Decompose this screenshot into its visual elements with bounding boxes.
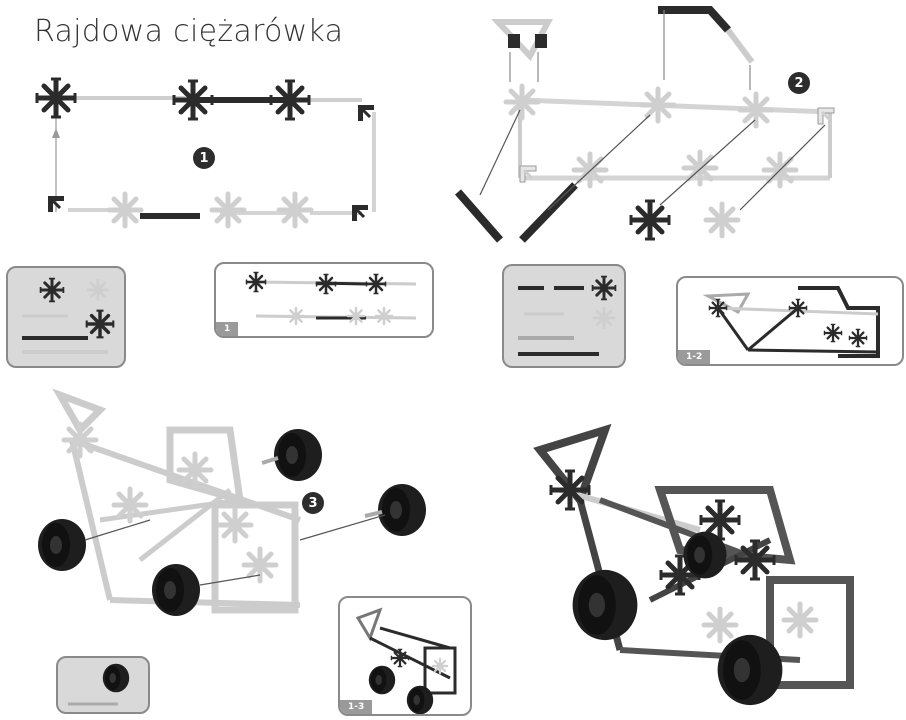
parts-list-step-2: [518, 275, 617, 356]
preview-step-1-illustration: [245, 271, 417, 326]
final-model: [533, 423, 854, 706]
preview-step-1-3-illustration: [355, 607, 457, 714]
step-2-assembly: [454, 6, 836, 243]
step-1-marker: 1: [193, 147, 215, 169]
step-3-assembly: [38, 388, 426, 616]
parts-box-step-2: [502, 264, 626, 368]
step-2-marker: 2: [788, 72, 810, 94]
parts-box-step-1: [6, 266, 126, 368]
step-3-marker: 3: [302, 492, 324, 514]
preview-step-1-2-illustration: [702, 286, 880, 358]
preview-box-step-1-3: 1-3: [338, 596, 472, 716]
preview-box-step-1-2: 1-2: [676, 276, 904, 366]
step-1-assembly: [37, 79, 376, 226]
preview-tag-1-2: 1-2: [678, 350, 711, 364]
parts-list-step-1: [22, 277, 116, 354]
preview-box-step-1: 1: [214, 262, 434, 338]
parts-box-step-3: [56, 656, 150, 714]
preview-tag-1-3: 1-3: [340, 700, 373, 714]
parts-list-step-3: [68, 663, 130, 706]
page-title: Rajdowa ciężarówka: [34, 14, 344, 49]
preview-tag-1: 1: [216, 322, 239, 336]
